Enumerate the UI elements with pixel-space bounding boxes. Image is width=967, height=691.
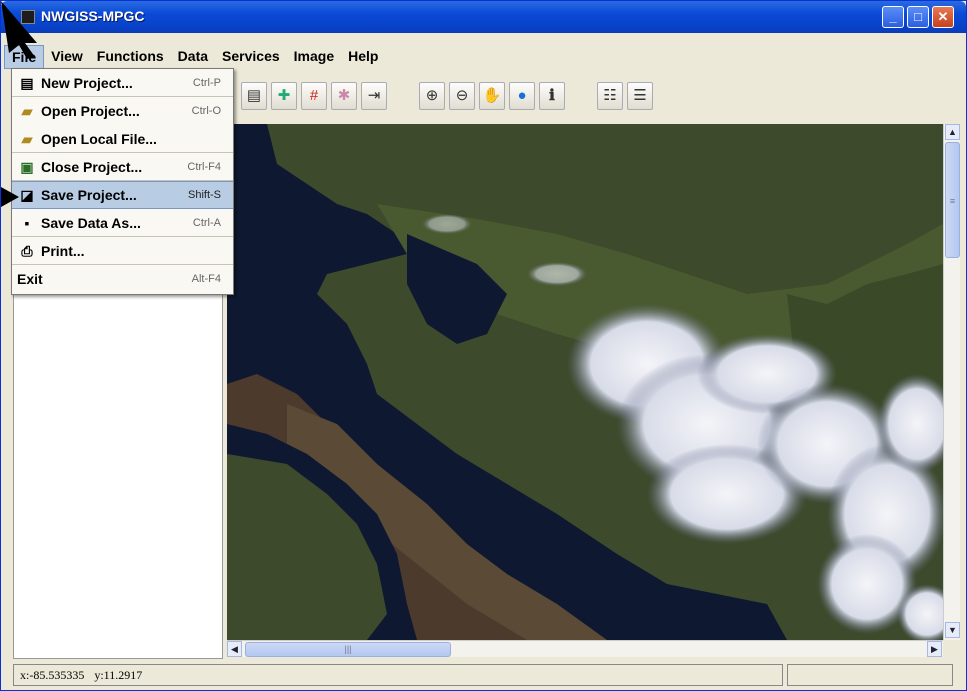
zoom-out-icon[interactable]: ⊖ [449,82,475,110]
menu-item-save-project[interactable]: ◪ Save Project... Shift-S [12,181,233,209]
minimize-button[interactable]: _ [882,6,904,28]
maximize-button[interactable]: □ [907,6,929,28]
status-panel [787,664,953,686]
vertical-scrollbar[interactable]: ▲ ≡ ▼ [943,124,960,640]
menu-data[interactable]: Data [177,48,209,64]
document-icon[interactable]: ☰ [627,82,653,110]
pointer-arrow-icon [1,1,37,59]
new-project-icon: ▤ [20,74,34,91]
menu-item-close-project[interactable]: ▣ Close Project... Ctrl-F4 [12,153,233,181]
status-bar: x:-85.535335 y:11.2917 [13,664,953,686]
vertical-scroll-thumb[interactable]: ≡ [945,142,960,258]
menu-item-new-project[interactable]: ▤ New Project... Ctrl-P [12,69,233,97]
menu-item-shortcut: Ctrl-F4 [187,160,221,173]
menu-item-shortcut: Shift-S [187,189,221,201]
menu-functions[interactable]: Functions [96,48,164,64]
add-layer-icon[interactable]: ✚ [271,82,297,110]
menu-item-label: Close Project... [41,158,143,175]
horizontal-scroll-thumb[interactable]: ||| [245,642,451,657]
scroll-right-arrow-icon[interactable]: ▶ [927,641,942,657]
open-folder-icon: ▰ [21,103,33,119]
coordinate-readout: x:-85.535335 y:11.2917 [13,664,783,686]
color-palette-icon[interactable]: ✱ [331,82,357,110]
menu-image[interactable]: Image [293,48,335,64]
info-icon[interactable]: ℹ [539,82,565,110]
x-coordinate: x:-85.535335 [20,668,85,682]
satellite-image [227,124,943,640]
toolbar: ▤ ✚ # ✱ ⇥ ⊕ ⊖ ✋ ● ℹ ☷ ☰ [241,76,653,116]
menu-item-open-project[interactable]: ▰ Open Project... Ctrl-O [12,97,233,125]
open-folder-icon: ▰ [21,130,33,147]
menu-bar: File View Functions Data Services Image … [4,45,385,69]
scroll-left-arrow-icon[interactable]: ◀ [227,641,242,657]
menu-item-label: Save Project... [41,187,137,203]
menu-item-shortcut: Ctrl-A [192,216,221,229]
menu-view[interactable]: View [51,48,83,64]
grid-icon[interactable]: # [301,82,327,110]
menu-item-print[interactable]: ⎙ Print... [12,237,233,265]
menu-help[interactable]: Help [348,48,379,64]
menu-item-label: Save Data As... [41,214,141,231]
legend-icon[interactable]: ☷ [597,82,623,110]
file-menu-dropdown: ▤ New Project... Ctrl-P ▰ Open Project..… [11,68,234,295]
menu-item-label: Print... [41,242,85,259]
floppy-disk-icon: ▪ [24,214,30,231]
satellite-map-view[interactable] [227,124,943,640]
pan-hand-icon[interactable]: ✋ [479,82,505,110]
scroll-down-arrow-icon[interactable]: ▼ [945,622,960,638]
menu-item-shortcut: Alt-F4 [191,273,221,285]
menu-services[interactable]: Services [222,48,280,64]
menu-item-shortcut: Ctrl-P [192,76,221,89]
close-button[interactable]: ✕ [932,6,954,28]
zoom-in-icon[interactable]: ⊕ [419,82,445,110]
close-folder-icon: ▣ [20,158,34,175]
scroll-up-arrow-icon[interactable]: ▲ [945,124,960,140]
y-coordinate: y:11.2917 [94,668,143,682]
save-project-icon: ◪ [20,187,34,203]
selection-arrow-icon [1,187,19,207]
printer-icon: ⎙ [21,242,33,259]
menu-item-label: Open Local File... [41,130,157,147]
export-icon[interactable]: ⇥ [361,82,387,110]
menu-item-label: Open Project... [41,103,140,119]
menu-item-save-data-as[interactable]: ▪ Save Data As... Ctrl-A [12,209,233,237]
globe-icon[interactable]: ● [509,82,535,110]
layer-list-icon[interactable]: ▤ [241,82,267,110]
app-icon [21,10,35,24]
menu-item-label: Exit [17,271,43,287]
menu-item-exit[interactable]: Exit Alt-F4 [12,265,233,293]
menu-item-open-local-file[interactable]: ▰ Open Local File... [12,125,233,153]
window-title: NWGISS-MPGC [41,8,145,24]
menu-item-shortcut: Ctrl-O [191,105,221,117]
menu-item-label: New Project... [41,74,133,91]
title-bar: NWGISS-MPGC _ □ ✕ [1,1,966,33]
horizontal-scrollbar[interactable]: ◀ ||| ▶ [227,640,943,657]
